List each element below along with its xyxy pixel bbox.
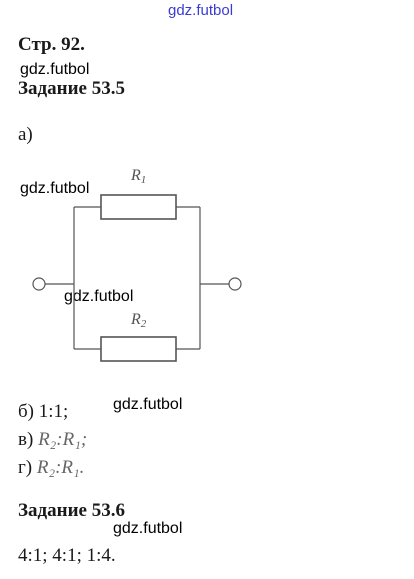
part-a-label: а) (18, 124, 33, 145)
answer-v-value: R₂:R₁; (38, 429, 88, 450)
answer-v: в) R₂:R₁; (18, 429, 87, 451)
answer-b: б) 1:1; (18, 401, 68, 423)
answer-g: г) R₂:R₁. (18, 457, 84, 479)
answer-g-value: R₂:R₁. (36, 457, 85, 478)
answer-v-prefix: в) (18, 429, 34, 450)
left-terminal (32, 277, 46, 291)
resistor-r2 (100, 336, 177, 362)
answer-g-prefix: г) (18, 457, 33, 478)
watermark: gdz.futbol (64, 288, 134, 305)
watermark-top: gdz.futbol (168, 2, 234, 19)
task-53-6-heading: Задание 53.6 (18, 500, 125, 521)
watermark: gdz.futbol (113, 520, 183, 537)
answer-b-value: 1:1; (38, 401, 69, 422)
r1-label: R1 (130, 167, 146, 186)
task-53-6-answer: 4:1; 4:1; 1:4. (18, 545, 116, 566)
answer-b-prefix: б) (18, 401, 34, 422)
resistor-r1 (100, 194, 177, 220)
watermark: gdz.futbol (113, 396, 183, 413)
task-53-5-heading: Задание 53.5 (18, 78, 125, 99)
r2-label: R2 (130, 311, 147, 330)
right-terminal (228, 277, 242, 291)
page-reference: Стр. 92. (18, 34, 85, 55)
watermark: gdz.futbol (20, 61, 90, 78)
watermark: gdz.futbol (20, 180, 90, 197)
